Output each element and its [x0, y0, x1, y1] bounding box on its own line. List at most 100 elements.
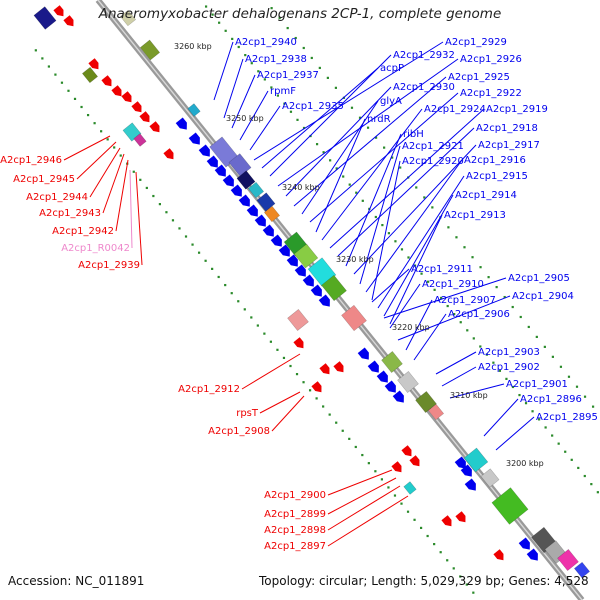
gene-feature — [573, 561, 591, 579]
gene-arrow — [53, 5, 64, 17]
position-dot — [289, 110, 293, 113]
gene-arrow — [376, 370, 388, 383]
position-dot — [559, 365, 563, 368]
position-dot — [431, 206, 434, 209]
gene-arrow — [454, 456, 466, 469]
position-dot — [446, 304, 449, 308]
reverse-gene-label: A2cp1_2898 — [264, 525, 326, 536]
leader-line — [253, 41, 444, 161]
position-dot — [479, 345, 482, 348]
gene-arrow — [238, 194, 250, 207]
position-dot — [415, 186, 418, 189]
scale-label: 3250 kbp — [226, 114, 264, 123]
position-dot — [257, 70, 260, 73]
gene-feature — [391, 461, 402, 473]
leader-line — [377, 175, 465, 309]
forward-gene-label: A2cp1_2896 — [520, 394, 582, 405]
position-dot — [531, 410, 534, 413]
gene-arrow — [357, 347, 369, 360]
position-dot — [447, 226, 450, 229]
gene-arrow — [493, 549, 504, 561]
gene-box — [287, 309, 309, 331]
leader-line — [89, 147, 121, 198]
scale-label: 3220 kbp — [392, 323, 430, 332]
position-dot — [518, 393, 521, 397]
position-dot — [394, 240, 397, 243]
position-dot — [459, 575, 462, 578]
gene-feature — [163, 148, 174, 160]
gene-feature — [149, 121, 160, 133]
gene-box — [321, 274, 347, 302]
gene-arrow — [246, 204, 258, 217]
position-dot — [590, 483, 593, 486]
gene-arrow — [63, 15, 74, 27]
gene-box — [187, 103, 201, 117]
gene-feature — [409, 455, 420, 467]
position-dot — [132, 170, 135, 173]
leader-line — [449, 383, 505, 399]
gene-feature — [294, 264, 306, 277]
leader-line — [389, 214, 443, 325]
gene-feature — [384, 380, 396, 393]
gene-feature — [33, 6, 57, 30]
gene-arrow — [367, 360, 379, 373]
position-dot — [466, 329, 469, 332]
position-dot — [302, 126, 306, 130]
gene-feature — [302, 274, 314, 287]
gene-feature — [460, 464, 472, 477]
gene-feature — [119, 9, 137, 27]
gene-arrow — [149, 121, 160, 133]
genome-title: Anaeromyxobacter dehalogenans 2CP-1, com… — [98, 6, 502, 22]
gene-box — [341, 304, 367, 332]
position-dot — [67, 89, 70, 92]
scale-label: 3230 kbp — [336, 255, 374, 264]
position-dot — [426, 534, 429, 538]
gene-arrow — [384, 380, 396, 393]
forward-gene-label: acpP — [380, 63, 404, 74]
gene-box — [403, 481, 417, 495]
position-dot — [322, 151, 325, 154]
position-dot — [224, 29, 227, 32]
position-dot — [296, 118, 299, 121]
forward-gene-label: A2cp1_2921 — [402, 141, 464, 152]
position-dot — [334, 86, 338, 89]
position-dot — [361, 199, 364, 202]
position-dot — [446, 559, 449, 562]
position-dot — [495, 285, 498, 289]
position-dot — [393, 494, 397, 497]
position-dot — [329, 159, 332, 162]
position-dot — [557, 442, 560, 445]
position-dot — [472, 591, 475, 594]
position-dot — [197, 251, 201, 254]
position-dot — [591, 405, 595, 408]
position-dot — [119, 154, 122, 157]
position-dot — [294, 36, 297, 40]
leader-line — [435, 351, 477, 375]
gene-arrow — [311, 381, 322, 393]
position-dot — [47, 65, 50, 68]
gene-feature — [454, 456, 466, 469]
position-dot — [433, 288, 436, 291]
gene-feature — [238, 194, 250, 207]
gene-feature — [133, 133, 147, 147]
position-dot — [237, 300, 240, 303]
forward-gene-label: A2cp1_2914 — [455, 190, 517, 201]
forward-gene-label: A2cp1_2930 — [393, 82, 455, 93]
position-dot — [350, 106, 354, 109]
position-dot — [524, 402, 528, 405]
gene-feature — [111, 85, 122, 97]
gene-box — [480, 468, 500, 488]
leader-line — [397, 295, 511, 341]
position-dot — [184, 235, 188, 238]
leader-line — [327, 477, 397, 515]
gene-arrow — [302, 274, 314, 287]
forward-gene-label: A2cp1_2924 — [424, 104, 486, 115]
gene-feature — [247, 181, 265, 199]
gene-feature — [357, 347, 369, 360]
gene-feature — [341, 304, 367, 332]
position-dot — [178, 227, 181, 230]
gene-arrow — [163, 148, 174, 160]
scale-label: 3240 kbp — [282, 183, 320, 192]
position-dot — [420, 272, 423, 275]
